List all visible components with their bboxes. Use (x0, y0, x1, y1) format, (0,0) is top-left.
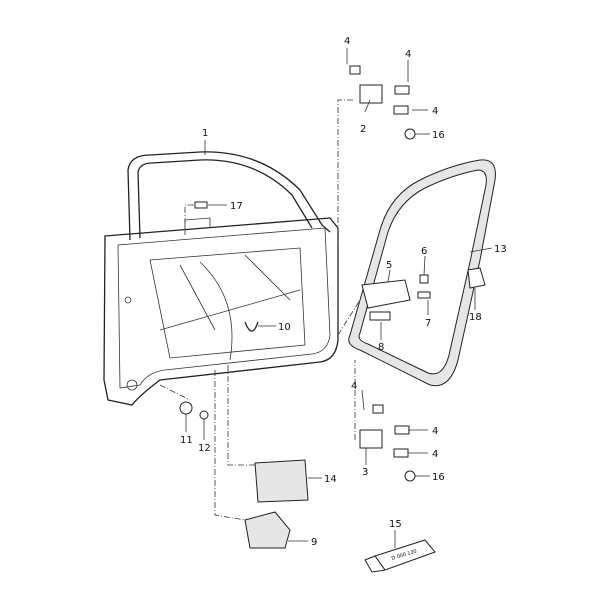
door-check (361, 274, 431, 321)
callout-4: 4 (432, 426, 438, 437)
clip-10 (244, 321, 259, 332)
callout-18: 18 (469, 312, 482, 323)
lower-hinge (359, 404, 416, 482)
callout-14: 14 (324, 474, 337, 485)
plug-11 (179, 401, 193, 415)
callout-4: 4 (432, 449, 438, 460)
callout-5: 5 (386, 260, 392, 271)
callout-10: 10 (278, 322, 291, 333)
callout-11: 11 (180, 435, 193, 446)
callout-4: 4 (351, 381, 357, 392)
sealant-tube: D 000 130 (364, 539, 436, 573)
grommet-12 (199, 410, 209, 420)
callout-4: 4 (432, 106, 438, 117)
callout-12: 12 (198, 443, 211, 454)
damping-sheet (254, 459, 309, 503)
callout-16: 16 (432, 472, 445, 483)
callout-13: 13 (494, 244, 507, 255)
callout-3: 3 (362, 467, 368, 478)
insulation-9 (244, 511, 291, 549)
upper-hinge (349, 65, 416, 140)
callout-15: 15 (389, 519, 402, 530)
clip-17 (194, 201, 208, 209)
striker-part (467, 267, 486, 289)
callout-2: 2 (360, 124, 366, 135)
callout-1: 1 (202, 128, 208, 139)
callout-16: 16 (432, 130, 445, 141)
door-seal (348, 159, 496, 387)
callout-8: 8 (378, 342, 384, 353)
callout-4: 4 (344, 36, 350, 47)
door-shell (103, 151, 339, 406)
callout-9: 9 (311, 537, 317, 548)
callout-17: 17 (230, 201, 243, 212)
callout-4: 4 (405, 49, 411, 60)
callout-6: 6 (421, 246, 427, 257)
callout-7: 7 (425, 318, 431, 329)
